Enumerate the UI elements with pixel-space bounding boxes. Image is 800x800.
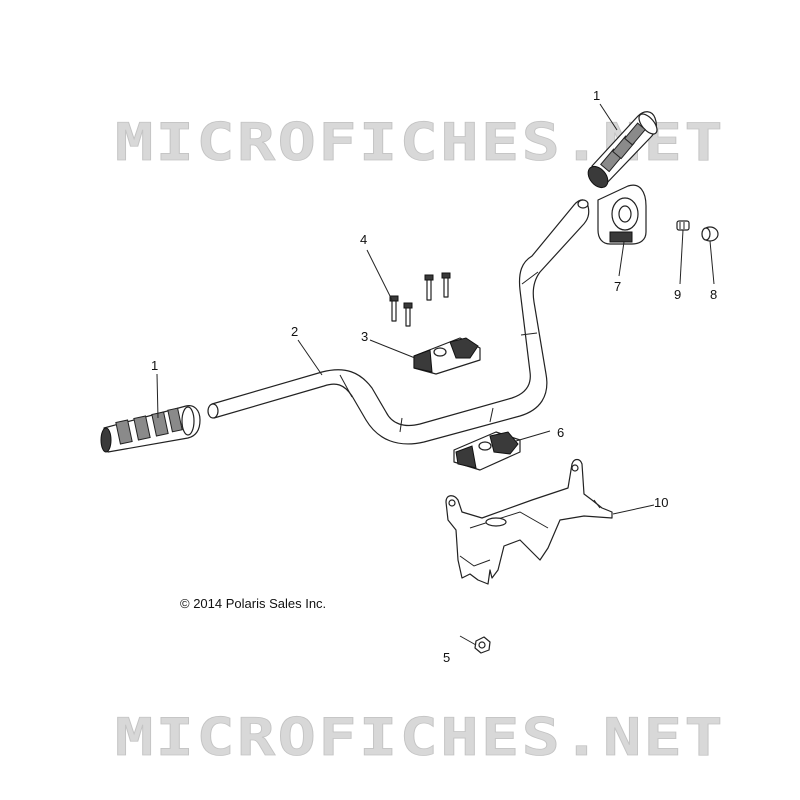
watermark-bottom: MICROFICHES.NET — [115, 708, 725, 768]
plug — [701, 226, 719, 242]
clamp-bottom — [453, 431, 521, 471]
nut — [474, 636, 491, 654]
bolts — [389, 272, 451, 327]
set-screw — [676, 220, 690, 231]
grip-right — [587, 111, 658, 189]
callout-handlebar: 2 — [291, 324, 298, 339]
leader-lines — [156, 103, 715, 646]
callout-bolts: 4 — [360, 232, 367, 247]
throttle-block — [597, 184, 647, 245]
callout-clamp-bottom: 6 — [557, 425, 564, 440]
callout-clamp-top: 3 — [361, 329, 368, 344]
callout-bracket: 10 — [654, 495, 668, 510]
callout-throttle-block: 7 — [614, 279, 621, 294]
callout-grip-right: 1 — [593, 88, 600, 103]
mounting-bracket — [445, 458, 613, 585]
copyright-text: © 2014 Polaris Sales Inc. — [180, 596, 326, 611]
callout-set-screw: 9 — [674, 287, 681, 302]
handlebar — [207, 199, 590, 445]
callout-nut: 5 — [443, 650, 450, 665]
clamp-top — [413, 337, 481, 375]
callout-grip-left: 1 — [151, 358, 158, 373]
callout-plug: 8 — [710, 287, 717, 302]
grip-left — [100, 405, 201, 453]
